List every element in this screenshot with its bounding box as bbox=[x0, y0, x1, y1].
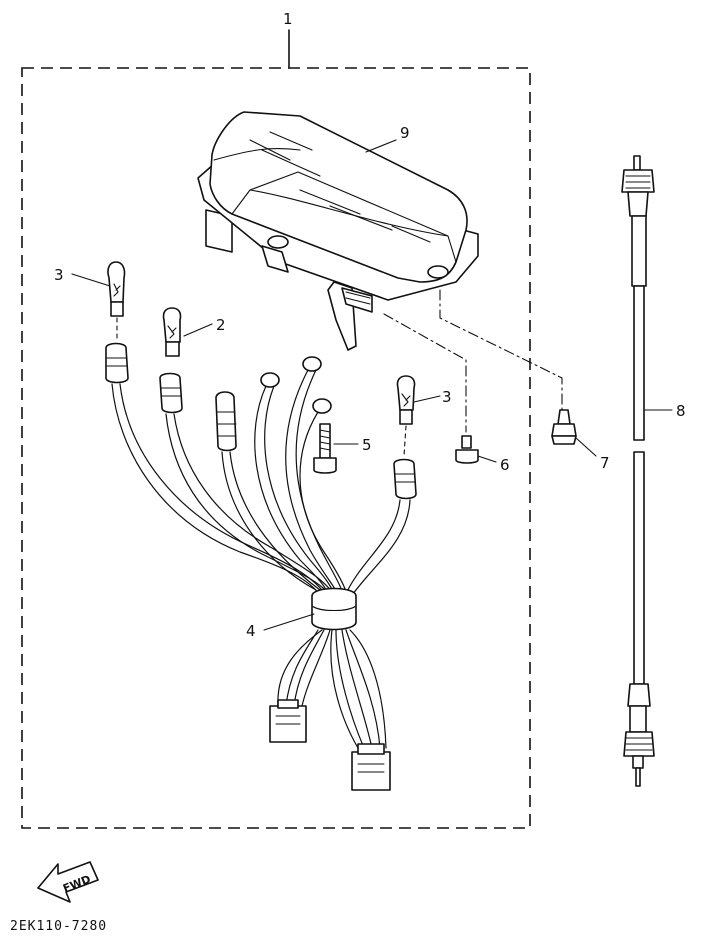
screw-6 bbox=[455, 435, 479, 464]
callout-2: 2 bbox=[216, 316, 226, 334]
assembly-boundary bbox=[21, 67, 531, 829]
callout-3b: 3 bbox=[442, 388, 452, 406]
bulb-3-left bbox=[107, 261, 126, 317]
meter-assembly bbox=[197, 111, 479, 351]
callout-9: 9 bbox=[400, 124, 410, 142]
callout-3b-leader bbox=[413, 395, 441, 403]
bulb-3-right bbox=[396, 375, 416, 425]
callout-5: 5 bbox=[362, 436, 372, 454]
callout-3a-leader bbox=[71, 273, 111, 287]
meter-cable bbox=[621, 155, 655, 787]
callout-1: 1 bbox=[283, 10, 293, 28]
callout-3a: 3 bbox=[54, 266, 64, 284]
drawing-code: 2EK110-7280 bbox=[10, 919, 107, 934]
callout-4-leader bbox=[263, 613, 315, 631]
callout-8: 8 bbox=[676, 402, 686, 420]
callout-2-leader bbox=[183, 323, 213, 337]
alignment-line-7 bbox=[439, 289, 563, 411]
screw-5 bbox=[313, 423, 337, 474]
fwd-arrow-icon: FWD bbox=[37, 861, 99, 903]
bulb-2 bbox=[162, 307, 182, 357]
alignment-line-6 bbox=[383, 313, 467, 433]
screw-7 bbox=[551, 409, 577, 445]
callout-6: 6 bbox=[500, 456, 510, 474]
callout-7: 7 bbox=[600, 454, 610, 472]
wire-harness bbox=[105, 342, 417, 791]
callout-7-leader bbox=[575, 437, 597, 457]
callout-9-leader bbox=[365, 139, 397, 153]
bulb-3-right-axis bbox=[403, 425, 407, 457]
callout-6-leader bbox=[477, 455, 497, 463]
callout-4: 4 bbox=[246, 622, 256, 640]
